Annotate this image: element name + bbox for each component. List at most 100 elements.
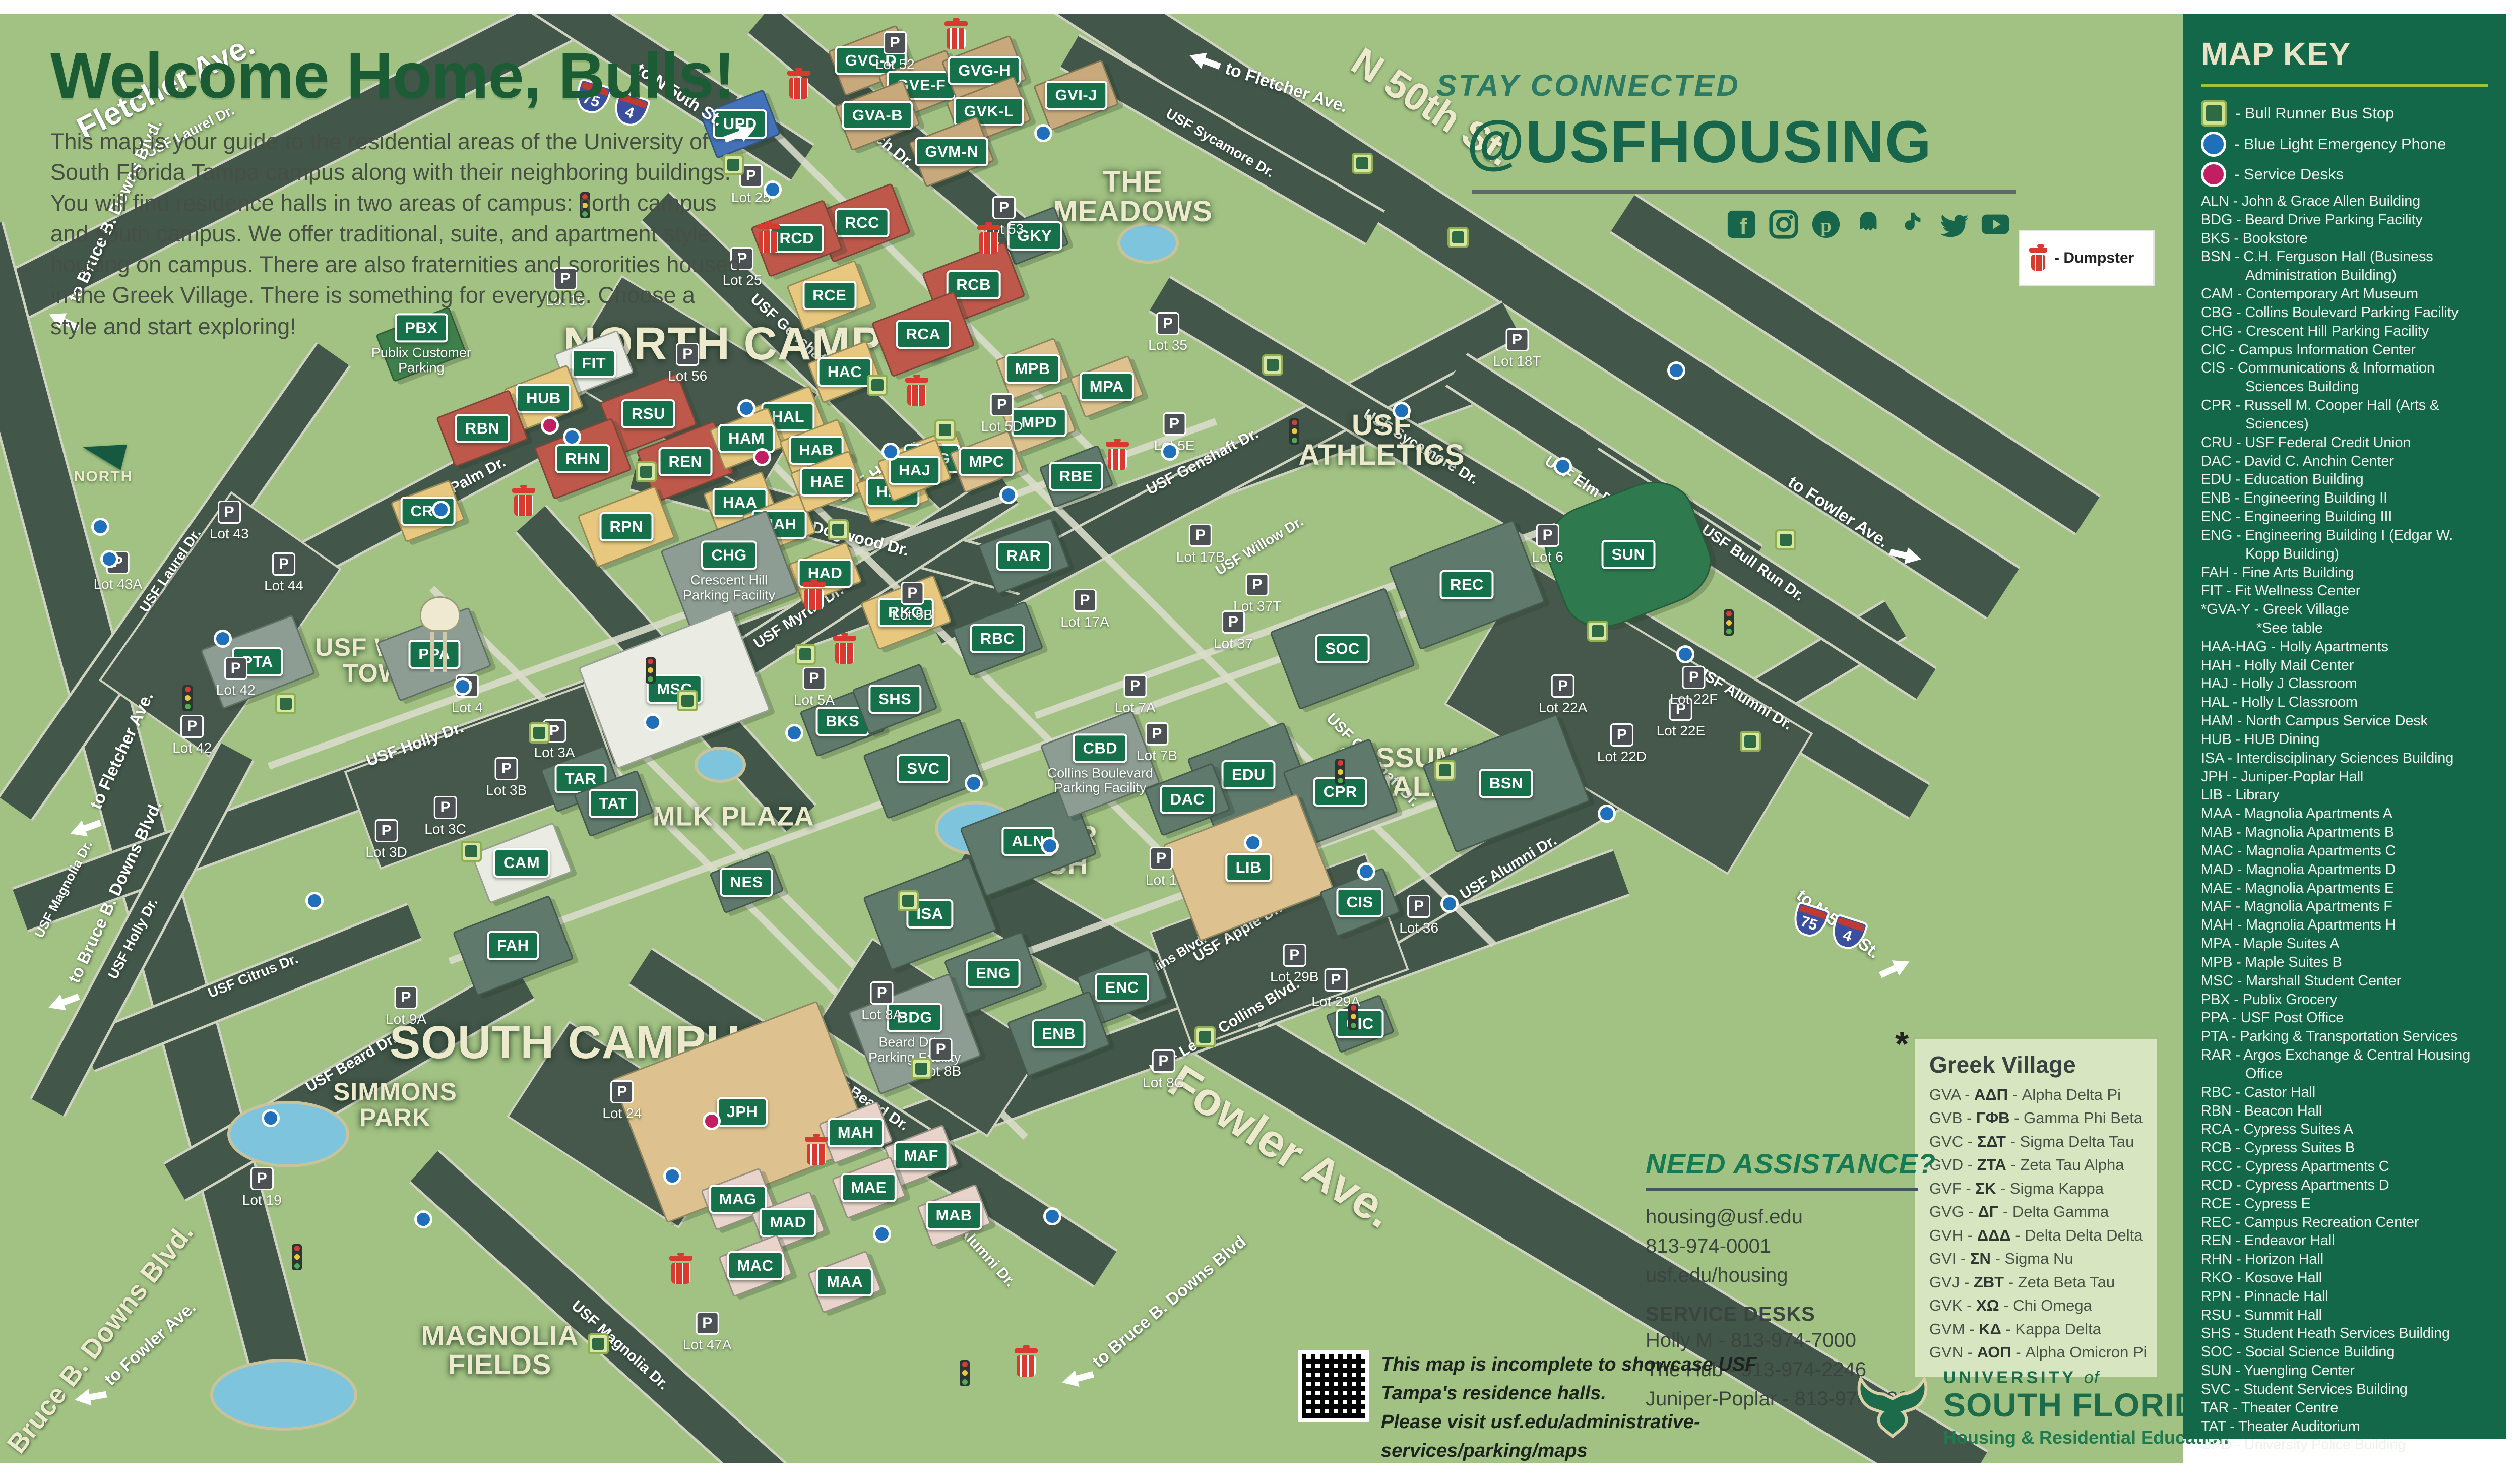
- stay-connected-divider: [1472, 190, 2016, 194]
- map-key-entry: CHG - Crescent Hill Parking Facility: [2201, 323, 2429, 339]
- parking-lot-label: Lot 3A: [534, 744, 575, 760]
- map-key-entry: ENB - Engineering Building II: [2201, 490, 2387, 507]
- parking-lot-label: Lot 42: [172, 740, 212, 756]
- map-key-entry: RPN - Pinnacle Hall: [2201, 1288, 2328, 1305]
- service-desk-line: The Hub - 913-974-2246: [1646, 1358, 1867, 1381]
- blue-light-phone-icon: [785, 723, 804, 742]
- map-key-icon-item: - Blue Light Emergency Phone: [2201, 131, 2488, 157]
- service-desk-icon: [702, 1111, 721, 1130]
- building-enb: ENB: [1006, 991, 1111, 1077]
- bus-stop-icon: [723, 154, 744, 175]
- building-code-badge: BKS: [815, 706, 870, 736]
- building-code-badge: GVA-B: [842, 101, 913, 131]
- parking-icon: P: [1145, 722, 1169, 746]
- building-hae: HAE: [790, 450, 865, 514]
- dumpster-icon: [785, 67, 812, 100]
- parking-icon: P: [180, 715, 204, 738]
- blue-light-phone-icon: [454, 677, 472, 696]
- traffic-light-icon: [1348, 1003, 1359, 1030]
- blue-light-phone-icon: [964, 774, 983, 793]
- building-rbn: RBN: [436, 389, 529, 468]
- building-mac: MAC: [718, 1234, 793, 1297]
- top-margin: [0, 0, 2520, 14]
- building-code-badge: MAG: [709, 1184, 767, 1214]
- greek-village-entry: GVH - ΔΔΔ - Delta Delta Delta: [1929, 1226, 2143, 1244]
- map-key-entry: SUN - Yuengling Center: [2201, 1363, 2355, 1379]
- parking-lot-label: Lot 22A: [1538, 699, 1588, 715]
- building-caption: Collins Boulevard Parking Facility: [1047, 765, 1153, 795]
- dumpster-can: [1108, 448, 1127, 470]
- instagram-icon[interactable]: [1768, 209, 1799, 240]
- facebook-icon[interactable]: f: [1726, 209, 1757, 240]
- parking-lot-label: Lot 5B: [892, 606, 933, 623]
- arrow-icon: [1876, 953, 1914, 984]
- blue-light-phone-icon: [414, 1210, 433, 1229]
- tiktok-icon[interactable]: [1895, 209, 1926, 240]
- stay-connected-block: STAY CONNECTED @USFHOUSING f p: [1436, 68, 2155, 240]
- map-key-entry: MAH - Magnolia Apartments H: [2201, 917, 2396, 934]
- building-mae: MAE: [831, 1156, 906, 1219]
- building-mah: MAH: [818, 1100, 893, 1164]
- building-jph: JPH: [612, 1001, 872, 1224]
- bus-stop-icon: [897, 890, 919, 911]
- building-rhn: RHN: [533, 417, 632, 500]
- parking-icon: P: [1505, 328, 1529, 351]
- arrow-icon: [67, 813, 104, 843]
- logo-line2: SOUTH FLORIDA: [1943, 1386, 2224, 1424]
- parking-icon: P: [553, 267, 577, 291]
- twitter-icon[interactable]: [1937, 209, 1969, 240]
- building-code-badge: GVI-J: [1045, 80, 1107, 110]
- bus-stop-icon: [1587, 621, 1609, 642]
- dumpster-icon: [1104, 438, 1131, 471]
- building-code-badge: PBX: [395, 313, 448, 343]
- map-key-entry: HAH - Holly Mail Center: [2201, 657, 2354, 673]
- parking-icon: P: [1536, 523, 1559, 547]
- area-label: MLK PLAZA: [652, 801, 814, 832]
- building-code-badge: CAM: [493, 848, 550, 878]
- pinterest-icon[interactable]: p: [1810, 209, 1842, 240]
- building-code-badge: HAC: [817, 357, 872, 387]
- parking-icon: P: [870, 981, 894, 1005]
- compass-arrow-icon: [79, 435, 128, 470]
- dumpster-icon: [1013, 1345, 1040, 1378]
- parking-lot-label: Lot 43A: [93, 576, 143, 592]
- dumpster-lid: [1106, 438, 1129, 447]
- bus-stop-icon: [910, 1058, 932, 1080]
- parking-icon: P: [1283, 944, 1306, 967]
- building-code-badge: MPA: [1079, 372, 1134, 401]
- building-rko: RKO: [860, 574, 952, 651]
- dumpster-can: [671, 1262, 691, 1284]
- greek-village-title: Greek Village: [1929, 1051, 2076, 1078]
- parking-icon: P: [433, 796, 457, 820]
- pond: [210, 1358, 358, 1431]
- youtube-icon[interactable]: [1980, 209, 2011, 240]
- building-code-badge: CBD: [1073, 733, 1128, 763]
- dumpster-lid: [669, 1252, 693, 1261]
- parking-icon: P: [883, 31, 907, 54]
- map-key-divider: [2201, 83, 2488, 87]
- parking-icon: P: [1221, 610, 1245, 634]
- parking-icon: P: [1123, 674, 1147, 698]
- parking-icon: P: [217, 500, 241, 524]
- building-code-badge: MPD: [1011, 408, 1067, 438]
- need-assistance-heading: NEED ASSISTANCE?: [1646, 1147, 1936, 1180]
- snapchat-icon[interactable]: [1853, 209, 1884, 240]
- map-key-entry: CBG - Collins Boulevard Parking Facility: [2201, 304, 2459, 321]
- blue-light-phone-icon: [1041, 836, 1059, 855]
- logo-line1: UNIVERSITY: [1943, 1368, 2076, 1388]
- bus-stop-icon: [2201, 100, 2227, 127]
- bus-stop-icon: [867, 374, 889, 396]
- intro-block: Welcome Home, Bulls! This map is your gu…: [50, 39, 743, 342]
- map-key-entry: RCD - Cypress Apartments D: [2201, 1177, 2389, 1193]
- dumpster-lid: [1014, 1345, 1038, 1353]
